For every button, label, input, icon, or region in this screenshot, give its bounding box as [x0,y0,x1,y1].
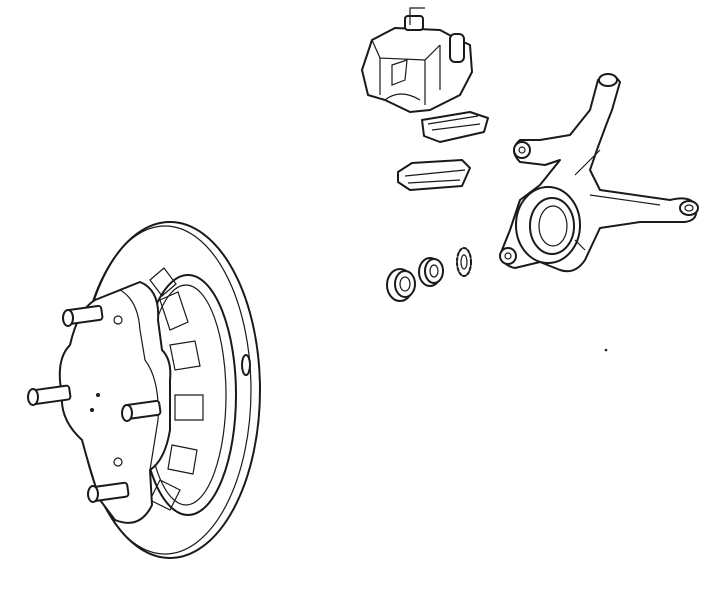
brake-caliper [361,7,473,113]
outer-bearing [386,268,416,302]
wheel-studs [27,304,162,503]
wheel-hub [58,281,172,524]
speck [604,348,608,352]
inner-bearing [418,257,444,287]
lock-washer [456,247,472,277]
brake-pad-upper [421,111,489,143]
steering-knuckle [499,73,699,273]
brake-pad-lower [397,159,471,191]
